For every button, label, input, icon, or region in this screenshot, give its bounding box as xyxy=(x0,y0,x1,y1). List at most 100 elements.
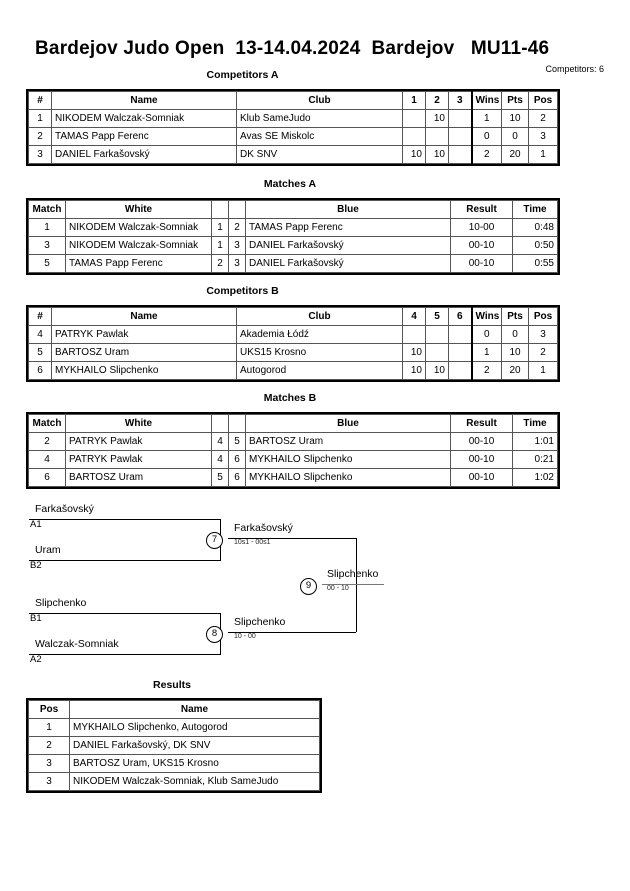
page-header: Bardejov Judo Open 13-14.04.2024 Bardejo… xyxy=(0,38,630,74)
caption-matches-a: Matches A xyxy=(263,178,317,190)
page-title: Bardejov Judo Open 13-14.04.2024 Bardejo… xyxy=(35,38,550,59)
caption-competitors-b: Competitors B xyxy=(206,285,279,297)
cell-name: TAMAS Papp Ferenc xyxy=(51,127,237,146)
bracket-line xyxy=(356,538,357,632)
cell-wins: 1 xyxy=(470,343,502,362)
bracket-match-number: 7 xyxy=(206,532,223,549)
bracket-line xyxy=(322,584,384,585)
cell-blue-seed: 3 xyxy=(228,236,246,255)
cell-white: BARTOSZ Uram xyxy=(65,468,212,487)
cell-club: Akademia Łódź xyxy=(236,325,403,344)
cell-wins: 0 xyxy=(470,325,502,344)
col-white-seed xyxy=(211,414,229,433)
col-opp-3: 3 xyxy=(448,91,472,110)
table-header-row: # Name Club 4 5 6 Wins Pts Pos xyxy=(28,307,558,326)
cell-wins: 1 xyxy=(470,109,502,128)
cell-score-2 xyxy=(448,127,472,146)
bracket-winner-name: Farkašovský xyxy=(234,522,293,534)
cell-pts: 0 xyxy=(501,127,529,146)
cell-name: BARTOSZ Uram, UKS15 Krosno xyxy=(69,754,320,773)
cell-blue-seed: 5 xyxy=(228,432,246,451)
col-wins: Wins xyxy=(470,91,502,110)
cell-score-2 xyxy=(448,109,472,128)
col-num: # xyxy=(28,91,52,110)
col-opp-4: 4 xyxy=(402,307,426,326)
table-header-row: # Name Club 1 2 3 Wins Pts Pos xyxy=(28,91,558,110)
col-name: Name xyxy=(51,91,237,110)
bracket-entrant-name: Farkašovský xyxy=(35,503,94,515)
cell-wins: 2 xyxy=(470,361,502,380)
elimination-bracket: Farkašovský A1 Uram B2 7 Farkašovský 10s… xyxy=(0,495,630,670)
cell-score-2 xyxy=(448,325,472,344)
caption-matches-b: Matches B xyxy=(263,392,317,404)
table-header-row: Pos Name xyxy=(28,700,320,719)
cell-pos: 1 xyxy=(528,145,558,164)
cell-match: 4 xyxy=(28,450,66,469)
col-pts: Pts xyxy=(501,307,529,326)
cell-blue-seed: 6 xyxy=(228,450,246,469)
cell-white: TAMAS Papp Ferenc xyxy=(65,254,212,273)
cell-club: Klub SameJudo xyxy=(236,109,403,128)
cell-num: 3 xyxy=(28,145,52,164)
cell-pos: 3 xyxy=(28,772,70,791)
col-blue: Blue xyxy=(245,414,451,433)
bracket-final-score: 00 - 10 xyxy=(327,585,349,592)
col-opp-1: 1 xyxy=(402,91,426,110)
cell-blue-seed: 3 xyxy=(228,254,246,273)
cell-score-1 xyxy=(425,343,449,362)
col-match: Match xyxy=(28,414,66,433)
cell-result: 00-10 xyxy=(450,254,513,273)
cell-pos: 1 xyxy=(528,361,558,380)
bracket-line xyxy=(228,632,356,633)
cell-match: 6 xyxy=(28,468,66,487)
cell-white-seed: 1 xyxy=(211,236,229,255)
cell-blue: BARTOSZ Uram xyxy=(245,432,451,451)
cell-name: DANIEL Farkašovský xyxy=(51,145,237,164)
cell-white-seed: 4 xyxy=(211,450,229,469)
cell-time: 0:55 xyxy=(512,254,558,273)
cell-wins: 2 xyxy=(470,145,502,164)
col-num: # xyxy=(28,307,52,326)
bracket-line xyxy=(29,654,220,655)
cell-name: NIKODEM Walczak-Somniak, Klub SameJudo xyxy=(69,772,320,791)
cell-num: 1 xyxy=(28,109,52,128)
cell-match: 3 xyxy=(28,236,66,255)
col-result: Result xyxy=(450,414,513,433)
cell-score-1: 10 xyxy=(425,109,449,128)
bracket-match-score: 10s1 - 00s1 xyxy=(234,539,271,546)
cell-match: 1 xyxy=(28,218,66,237)
bracket-entrant-seed: B2 xyxy=(30,560,42,571)
bracket-match-score: 10 - 00 xyxy=(234,633,256,640)
table-header-row: Match White Blue Result Time xyxy=(28,200,558,219)
cell-pts: 0 xyxy=(501,325,529,344)
cell-match: 5 xyxy=(28,254,66,273)
cell-time: 0:50 xyxy=(512,236,558,255)
cell-blue: MYKHAILO Slipchenko xyxy=(245,468,451,487)
cell-num: 2 xyxy=(28,127,52,146)
cell-pos: 2 xyxy=(528,343,558,362)
cell-white: PATRYK Pawlak xyxy=(65,450,212,469)
col-blue: Blue xyxy=(245,200,451,219)
cell-name: PATRYK Pawlak xyxy=(51,325,237,344)
cell-score-0 xyxy=(402,109,426,128)
cell-score-1: 10 xyxy=(425,361,449,380)
cell-pos: 1 xyxy=(28,718,70,737)
cell-pts: 20 xyxy=(501,145,529,164)
bracket-entrant-seed: A2 xyxy=(30,654,42,665)
cell-name: NIKODEM Walczak-Somniak xyxy=(51,109,237,128)
cell-time: 0:21 xyxy=(512,450,558,469)
cell-name: DANIEL Farkašovský, DK SNV xyxy=(69,736,320,755)
col-wins: Wins xyxy=(470,307,502,326)
cell-score-1 xyxy=(425,127,449,146)
cell-club: UKS15 Krosno xyxy=(236,343,403,362)
